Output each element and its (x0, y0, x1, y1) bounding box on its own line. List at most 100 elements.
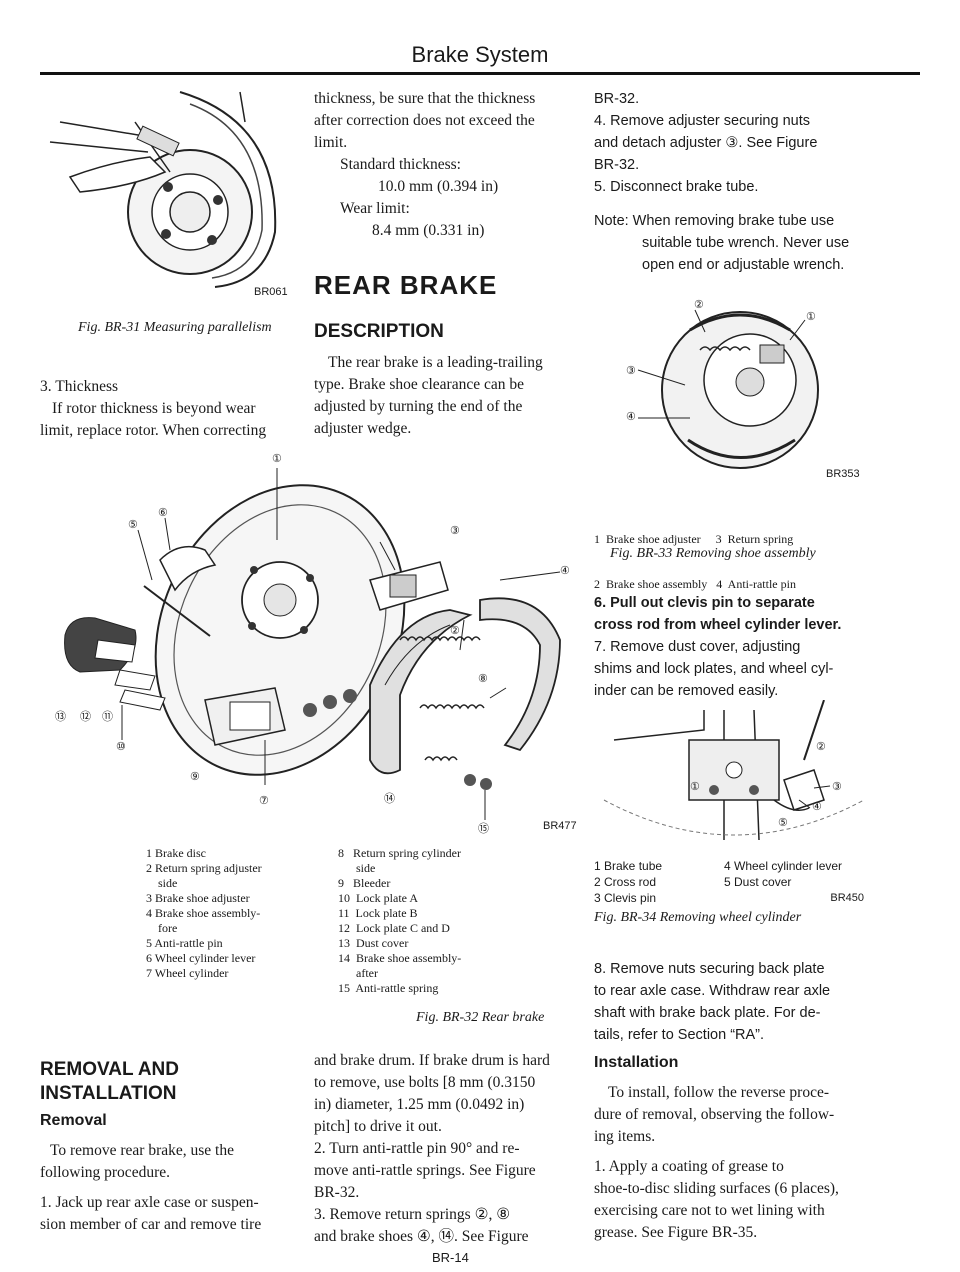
text-line: shaft with brake back plate. For de- (594, 1005, 821, 1021)
fig-br32-illustration (64, 468, 561, 820)
text-line: 7. Remove dust cover, adjusting (594, 639, 801, 655)
text-line: sion member of car and remove tire (40, 1216, 262, 1233)
text-line: open end or adjustable wrench. (642, 257, 845, 273)
legend-item: 3 Brake shoe adjuster (146, 891, 250, 905)
spec-wear-label: Wear limit: (340, 200, 410, 217)
legend-item: 3 Clevis pin (594, 891, 657, 905)
text-line: to rear axle case. Withdraw rear axle (594, 983, 831, 999)
rear-brake-heading: REAR BRAKE (314, 270, 498, 300)
text-line: BR-32. (594, 91, 640, 107)
legend-item: after (338, 966, 378, 980)
fig-br33-illustration (637, 309, 819, 469)
legend-item: 1 Brake disc (146, 846, 206, 860)
legend-item: 10 Lock plate A (338, 891, 418, 905)
text-line: 3. Thickness (40, 378, 119, 395)
fig-br32-callout-10: ⑩ (116, 741, 126, 753)
col2-text-top: thickness, be sure that the thickness af… (314, 88, 584, 154)
text-line: pitch] to drive it out. (314, 1118, 442, 1135)
fig-br34-callout-4: ④ (812, 801, 822, 813)
spec-wear-value: 8.4 mm (0.331 in) (372, 222, 485, 239)
text-line: adjuster wedge. (314, 420, 412, 437)
fig-br32-code: BR477 (543, 820, 577, 832)
text-line: Note: When removing brake tube use (594, 213, 835, 229)
text-line: and detach adjuster ③. See Figure (594, 135, 818, 151)
page-header-title: Brake System (411, 42, 549, 67)
text-line: inder can be removed easily. (594, 683, 779, 699)
text-line: BR-32. (314, 1184, 360, 1201)
fig-br32-legend-right: 8 Return spring cylinder side 9 Bleeder … (338, 846, 538, 996)
fig-br34-callout-5: ⑤ (778, 817, 788, 829)
fig-br32-callout-8: ⑧ (478, 673, 488, 685)
fig-br31-illustration (49, 91, 277, 288)
fig-br34-code: BR450 (830, 892, 864, 904)
fig-br33-code: BR353 (826, 468, 860, 480)
fig-br32-callout-12: ⑫ (80, 711, 91, 723)
fig-br32-legend-left: 1 Brake disc 2 Return spring adjuster si… (146, 846, 316, 981)
fig-br34-legend-right: 4 Wheel cylinder lever 5 Dust cover BR45… (724, 858, 864, 906)
text-line: shoe-to-disc sliding surfaces (6 places)… (594, 1180, 839, 1197)
col3-step8: 8. Remove nuts securing back plate to re… (594, 958, 874, 1046)
removal-installation-heading: REMOVAL AND INSTALLATION (40, 1059, 179, 1104)
removal-text: To remove rear brake, use the following … (40, 1140, 300, 1236)
spec-standard-label: Standard thickness: (340, 156, 461, 173)
fig-br33-callout-2: ② (694, 299, 704, 311)
text-line: tails, refer to Section “RA”. (594, 1027, 765, 1043)
text-line: suitable tube wrench. Never use (642, 235, 850, 251)
text-line: If rotor thickness is beyond wear (52, 400, 256, 417)
col2-text-bottom: and brake drum. If brake drum is hard to… (314, 1050, 584, 1248)
fig-br32-callout-2: ② (450, 625, 460, 637)
text-line: following procedure. (40, 1164, 170, 1181)
col3-text-top: BR-32. 4. Remove adjuster securing nuts … (594, 88, 874, 198)
legend-item: 8 Return spring cylinder (338, 846, 461, 860)
text-line: exercising care not to wet lining with (594, 1202, 825, 1219)
text-line: 1. Jack up rear axle case or suspen- (40, 1194, 259, 1211)
fig-br32-callout-6: ⑥ (158, 507, 168, 519)
header-rule (40, 72, 920, 75)
text-line: ing items. (594, 1128, 656, 1145)
description-heading: DESCRIPTION (314, 321, 444, 342)
legend-item: 9 Bleeder (338, 876, 391, 890)
fig-br34-callout-3: ③ (832, 781, 842, 793)
text-line: 5. Disconnect brake tube. (594, 179, 759, 195)
fig-br34-caption: Fig. BR-34 Removing wheel cylinder (594, 910, 802, 925)
fig-br33-callout-3: ③ (626, 365, 636, 377)
legend-item: 14 Brake shoe assembly- (338, 951, 462, 965)
legend-item: 1 Brake shoe adjuster 3 Return spring (594, 532, 794, 546)
fig-br32-callout-7: ⑦ (259, 795, 269, 807)
text-line: grease. See Figure BR-35. (594, 1224, 758, 1241)
legend-item: 1 Brake tube (594, 859, 663, 873)
text-line: 4. Remove adjuster securing nuts (594, 113, 810, 129)
text-line: limit. (314, 134, 348, 151)
legend-item: 13 Dust cover (338, 936, 409, 950)
legend-item: side (146, 876, 178, 890)
fig-br32-callout-11: ⑪ (102, 711, 113, 723)
text-line: thickness, be sure that the thickness (314, 90, 536, 107)
removal-heading: Removal (40, 1112, 107, 1129)
fig-br31-code: BR061 (254, 286, 288, 298)
text-line: limit, replace rotor. When correcting (40, 422, 267, 439)
legend-item: 2 Return spring adjuster (146, 861, 262, 875)
fig-br32-callout-14: ⑭ (384, 793, 395, 805)
text-line: To remove rear brake, use the (50, 1142, 234, 1159)
legend-item: 4 Brake shoe assembly- (146, 906, 261, 920)
note-block: Note: When removing brake tube use suita… (594, 210, 874, 276)
fig-br34-legend-left: 1 Brake tube 2 Cross rod 3 Clevis pin (594, 858, 662, 906)
text-line: shims and lock plates, and wheel cyl- (594, 661, 834, 677)
fig-br34-illustration (603, 700, 865, 841)
text-line: 3. Remove return springs ②, ⑧ (314, 1206, 511, 1223)
text-line: after correction does not exceed the (314, 112, 535, 129)
legend-item: 5 Anti-rattle pin (146, 936, 223, 950)
page-number: BR-14 (432, 1250, 469, 1265)
text-line: in) diameter, 1.25 mm (0.0492 in) (314, 1096, 525, 1113)
legend-item: 15 Anti-rattle spring (338, 981, 439, 995)
legend-item: side (338, 861, 376, 875)
legend-item: 2 Brake shoe assembly 4 Anti-rattle pin (594, 577, 796, 591)
text-line: 6. Pull out clevis pin to separate (594, 595, 815, 611)
legend-item: 12 Lock plate C and D (338, 921, 450, 935)
fig-br33-caption: Fig. BR-33 Removing shoe assembly (610, 546, 816, 561)
legend-item: 11 Lock plate B (338, 906, 418, 920)
text-line: adjusted by turning the end of the (314, 398, 523, 415)
fig-br33-legend: 1 Brake shoe adjuster 3 Return spring 2 … (594, 502, 796, 607)
fig-br32-callout-1: ① (272, 453, 282, 465)
fig-br33-callout-4: ④ (626, 411, 636, 423)
